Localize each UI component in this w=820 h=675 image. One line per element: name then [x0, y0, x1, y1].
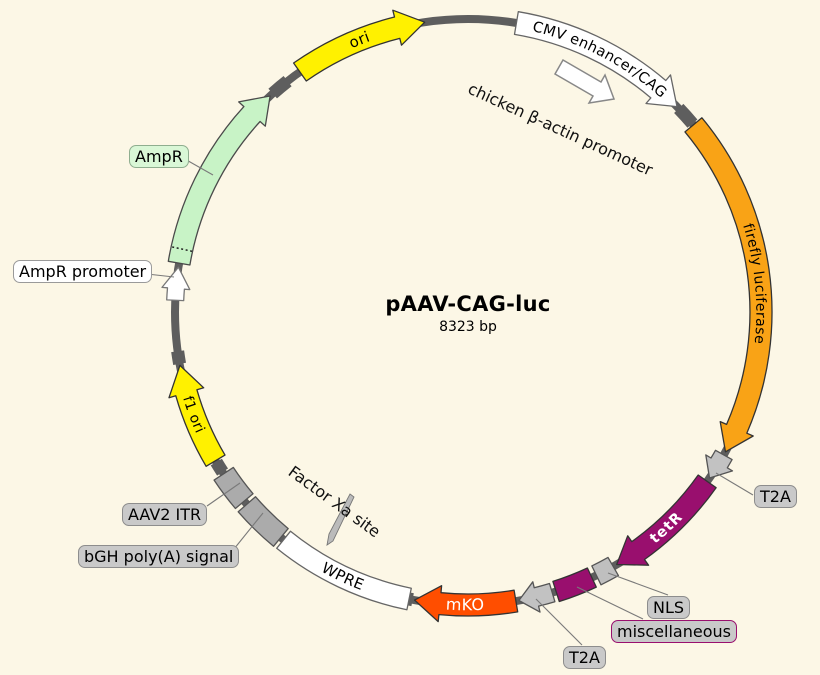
- plasmid-size: 8323 bp: [439, 319, 497, 335]
- feature-miscellaneous[interactable]: [552, 567, 597, 603]
- feature-firefly-luciferase[interactable]: firefly luciferase: [635, 77, 773, 511]
- label-ampr[interactable]: AmpR: [129, 145, 189, 168]
- ring-junction-stubs: [171, 76, 698, 607]
- label-leader-lines: [146, 157, 754, 646]
- feature-t2a-1[interactable]: [705, 449, 734, 479]
- feature-tetr[interactable]: tetR: [548, 415, 748, 599]
- label-nls[interactable]: NLS: [647, 596, 691, 619]
- label-ampr-promoter[interactable]: AmpR promoter: [13, 260, 153, 283]
- feature-ampr-promoter[interactable]: [161, 266, 191, 302]
- label-aav2-itr[interactable]: AAV2 ITR: [122, 503, 208, 526]
- feature-bgh-polya[interactable]: [237, 496, 289, 547]
- feature-nls[interactable]: [591, 556, 620, 586]
- feature-ampr[interactable]: [167, 95, 271, 266]
- promoter-direction-arrow-icon: [553, 58, 616, 104]
- label-bgh-polya-signal[interactable]: bGH poly(A) signal: [78, 545, 240, 568]
- feature-t2a-2[interactable]: [518, 581, 556, 613]
- feature-ori[interactable]: ori: [247, 9, 500, 127]
- plasmid-title: pAAV-CAG-luc: [385, 292, 551, 316]
- factor-xa-pointer-icon: [326, 493, 355, 546]
- feature-divider-dotted-line: [171, 246, 193, 253]
- label-miscellaneous[interactable]: miscellaneous: [611, 620, 737, 643]
- label-t2a-right[interactable]: T2A: [754, 485, 797, 508]
- label-t2a-bottom[interactable]: T2A: [563, 646, 606, 669]
- plasmid-title-block: pAAV-CAG-luc 8323 bp: [385, 292, 550, 335]
